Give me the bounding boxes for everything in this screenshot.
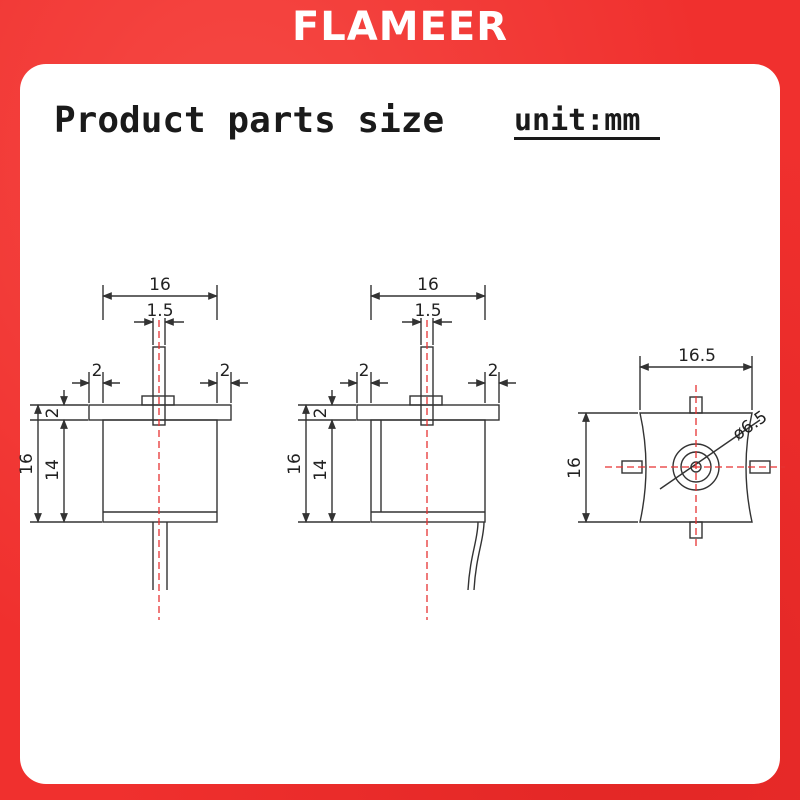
middle-width-label: 16 <box>417 275 439 295</box>
left-flange-height-label: 2 <box>43 408 63 419</box>
left-body <box>102 419 218 523</box>
middle-body-height-label: 14 <box>311 459 331 481</box>
brand-logo: FLAMEER <box>291 4 509 50</box>
middle-boss <box>409 395 443 406</box>
middle-flange-height-label: 2 <box>311 408 331 419</box>
wire-2 <box>473 521 485 591</box>
left-width-label: 16 <box>149 275 171 295</box>
right-height-label: 16 <box>565 457 585 479</box>
left-flange-right-label: 2 <box>220 361 231 381</box>
left-flange <box>88 404 232 421</box>
middle-flange-right-label: 2 <box>488 361 499 381</box>
right-width-label: 16.5 <box>678 346 716 366</box>
white-panel <box>20 64 780 784</box>
middle-flange <box>356 404 500 421</box>
left-boss <box>141 395 175 406</box>
middle-flange-left-label: 2 <box>359 361 370 381</box>
left-shaft-label: 1.5 <box>146 301 173 321</box>
right-outline <box>639 412 753 523</box>
middle-body <box>370 419 486 523</box>
left-total-height-label: 16 <box>17 453 37 475</box>
middle-view <box>298 285 516 591</box>
unit-label: unit:mm <box>514 103 641 138</box>
middle-shaft-label: 1.5 <box>414 301 441 321</box>
left-body-height-label: 14 <box>43 459 63 481</box>
page-title: Product parts size <box>54 100 445 141</box>
left-view <box>30 285 248 590</box>
unit-underline <box>514 137 660 140</box>
wire-1 <box>467 521 479 591</box>
left-flange-left-label: 2 <box>92 361 103 381</box>
right-view <box>578 356 771 539</box>
middle-total-height-label: 16 <box>285 453 305 475</box>
